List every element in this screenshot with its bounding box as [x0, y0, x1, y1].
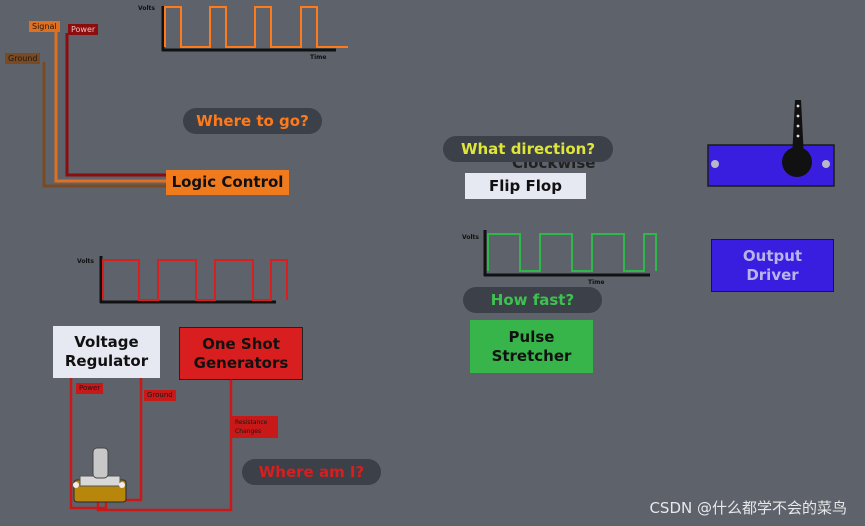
top-waveform — [164, 6, 348, 48]
potentiometer-icon — [73, 447, 127, 503]
pulse-stretcher-block: Pulse Stretcher — [470, 320, 593, 373]
bottom-left-waveform-graph: Volts — [77, 256, 288, 304]
power-wire — [65, 33, 168, 177]
middle-graph-ylabel: Volts — [462, 234, 479, 241]
flip-flop-block: Flip Flop — [465, 173, 586, 199]
power-label: Power — [68, 24, 99, 35]
logic-control-block: Logic Control — [166, 170, 289, 195]
middle-graph-xlabel: Time — [588, 279, 604, 286]
csdn-watermark: CSDN @什么都学不会的菜鸟 — [649, 499, 847, 517]
middle-waveform-graph: Volts Time — [462, 230, 657, 286]
question-how-fast: How fast? — [463, 287, 602, 313]
middle-waveform — [487, 233, 657, 272]
ground-label: Ground — [5, 53, 41, 64]
resistance-changes-label: Resistance Changes — [232, 416, 278, 438]
bottom-power-label: Power — [76, 383, 104, 394]
pot-wire-resistance — [96, 380, 233, 512]
signal-label: Signal — [29, 21, 60, 32]
voltage-regulator-block: Voltage Regulator — [53, 326, 160, 378]
bottom-left-waveform — [102, 259, 288, 301]
one-shot-generators-block: One Shot Generators — [179, 327, 303, 380]
top-waveform-graph: Volts Time — [138, 5, 348, 61]
question-where-to-go: Where to go? — [183, 108, 322, 134]
output-driver-block: Output Driver — [711, 239, 834, 292]
question-what-direction: What direction? — [443, 136, 613, 162]
pot-wire-left — [69, 378, 108, 510]
top-graph-ylabel: Volts — [138, 5, 155, 12]
ground-wire — [42, 62, 168, 188]
top-graph-xlabel: Time — [310, 54, 326, 61]
question-where-am-i: Where am I? — [242, 459, 381, 485]
bottom-left-graph-ylabel: Volts — [77, 258, 94, 265]
signal-wire — [54, 32, 168, 183]
servo-icon — [707, 100, 835, 187]
bottom-ground-label: Ground — [144, 390, 176, 401]
